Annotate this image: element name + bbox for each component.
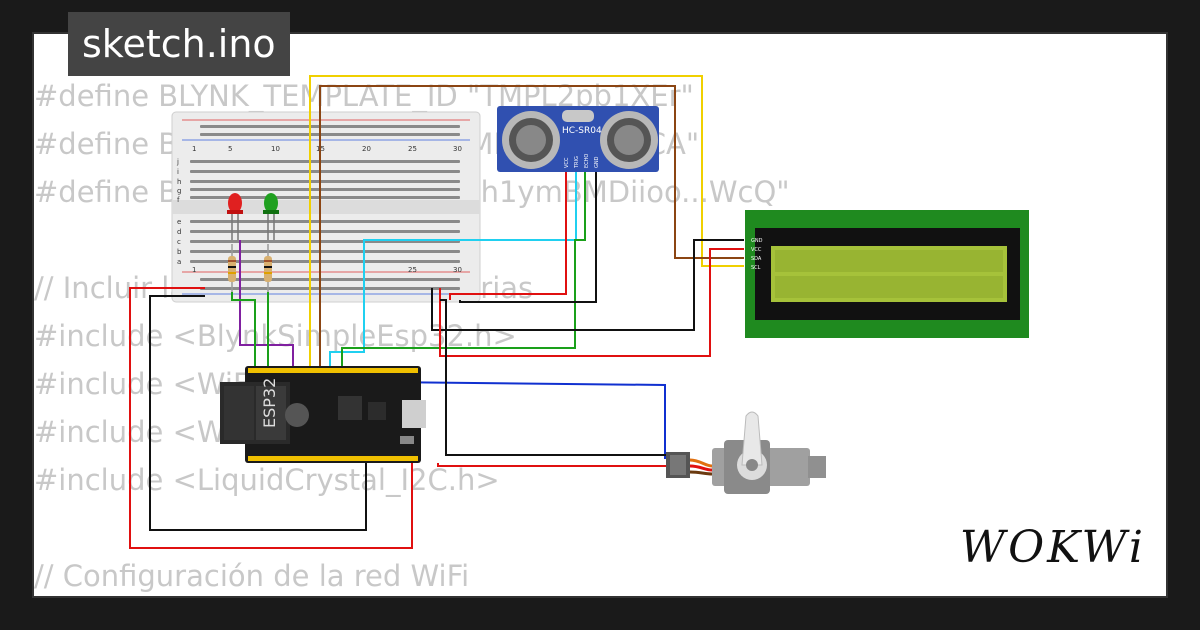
breadboard-number: 25 <box>408 266 417 274</box>
wire-purple-esp[interactable] <box>239 290 294 372</box>
breadboard-number: 25 <box>408 145 417 153</box>
wires <box>129 75 744 549</box>
servo-motor[interactable] <box>666 411 826 494</box>
esp32-header-pins <box>248 368 418 461</box>
wire-red-servo[interactable] <box>437 463 686 467</box>
red-led[interactable] <box>227 193 243 240</box>
breadboard-row-label: e <box>177 218 181 226</box>
lcd-pin-label: SDA <box>751 256 762 262</box>
resistor-2[interactable] <box>264 244 272 292</box>
lcd-pin-label: VCC <box>751 247 762 253</box>
breadboard-number: 1 <box>192 266 196 274</box>
wokwi-logo: WOKWi <box>959 522 1146 573</box>
breadboard-number: 1 <box>192 145 196 153</box>
breadboard-number: 30 <box>453 145 462 153</box>
esp32-board[interactable]: ESP32 <box>220 366 426 463</box>
wire-red-vcc-sensor[interactable] <box>449 172 567 300</box>
breadboard-row-label: g <box>177 187 181 195</box>
wire-green-echo[interactable] <box>341 172 586 372</box>
esp32-label: ESP32 <box>260 378 279 428</box>
breadboard-number: 20 <box>362 145 371 153</box>
resistor-1[interactable] <box>228 244 236 292</box>
green-led[interactable] <box>263 193 279 240</box>
breadboard-row-label: b <box>177 248 182 256</box>
wire-brown-sda[interactable] <box>319 85 744 372</box>
breadboard-row-label: i <box>177 168 179 176</box>
wire-red-ground-loop[interactable] <box>129 287 413 549</box>
breadboard-number: 10 <box>271 145 280 153</box>
wire-cyan-trig[interactable] <box>329 172 577 372</box>
breadboard-row-label: c <box>177 238 181 246</box>
breadboard-row-label: a <box>177 258 181 266</box>
lcd-display[interactable]: GND VCC SDA SCL <box>745 210 1029 338</box>
ultrasonic-sensor[interactable]: HC-SR04 VCC TRIG ECHO GND <box>497 106 659 172</box>
breadboard-row-label: j <box>176 158 179 166</box>
lcd-pin-label: SCL <box>751 265 761 271</box>
code-line: #include <LiquidCrystal_I2C.h> <box>34 463 500 497</box>
breadboard-holes <box>190 125 460 290</box>
wire-black-gnd-sensor[interactable] <box>459 172 597 303</box>
breadboard-row-label: d <box>177 228 181 236</box>
code-line: // Configuración de la red WiFi <box>34 559 470 593</box>
breadboard: 1 5 10 15 20 25 30 1 25 30 j i h g f e d… <box>171 111 481 303</box>
sensor-pin-label: TRIG <box>574 156 580 169</box>
wire-black-ground[interactable] <box>149 295 367 531</box>
breadboard-number: 30 <box>453 266 462 274</box>
breadboard-number: 5 <box>228 145 232 153</box>
breadboard-row-label: h <box>177 178 181 186</box>
sensor-pin-label: ECHO <box>584 154 590 168</box>
wire-black-lcd-gnd[interactable] <box>431 239 744 331</box>
sensor-pin-label: VCC <box>564 157 570 168</box>
wire-black-servo[interactable] <box>440 299 686 456</box>
sensor-pin-label: GND <box>594 156 600 168</box>
wire-red-lcd-vcc[interactable] <box>439 248 744 357</box>
sensor-label: HC-SR04 <box>562 126 602 136</box>
wire-yellow-scl[interactable] <box>309 75 744 372</box>
lcd-pin-label: GND <box>751 238 763 244</box>
wire-green-led-1[interactable] <box>231 292 256 372</box>
filename-tab[interactable]: sketch.ino <box>68 12 290 76</box>
breadboard-row-label: f <box>177 196 180 204</box>
